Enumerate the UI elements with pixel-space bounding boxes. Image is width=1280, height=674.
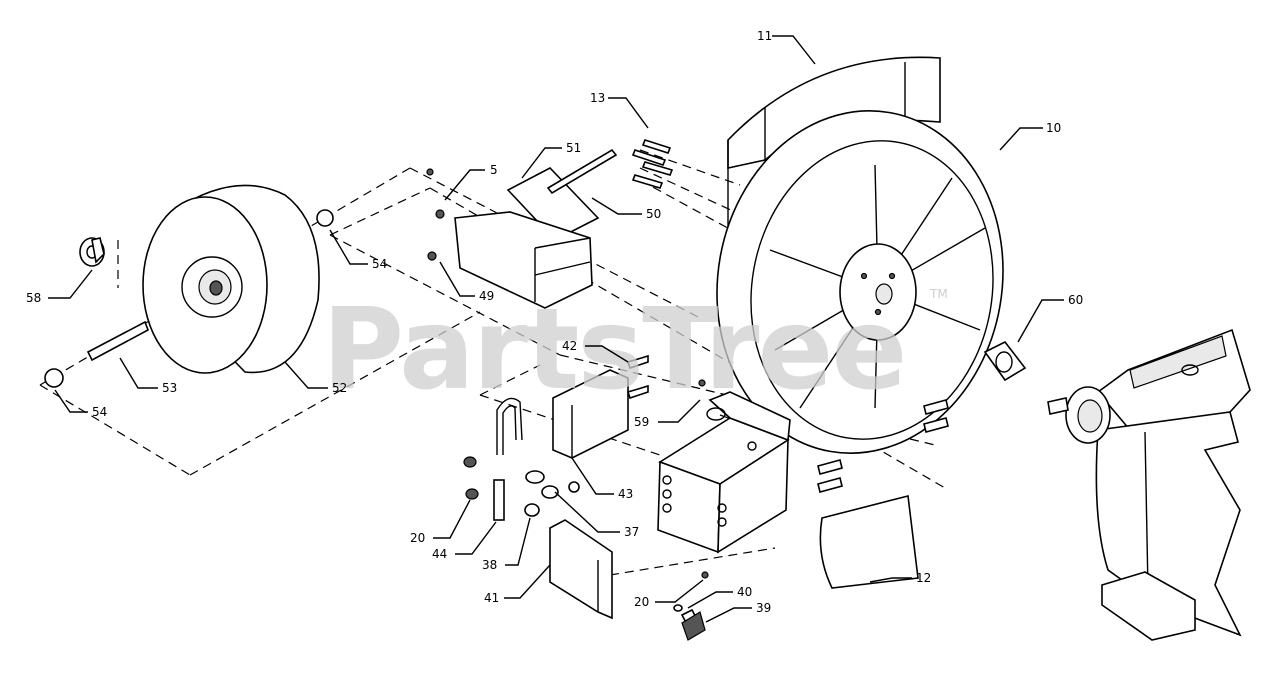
- misc-fasteners: [673, 379, 949, 641]
- callout-59: 59: [634, 415, 649, 429]
- cord-strain-relief: [463, 397, 580, 521]
- callout-13: 13: [590, 91, 605, 105]
- callout-20-left: 20: [410, 531, 425, 545]
- watermark-trademark: TM: [929, 287, 948, 301]
- watermark-text: PartsTree: [322, 285, 905, 415]
- housing-panel: [819, 494, 919, 589]
- callout-54-lower: 54: [92, 405, 107, 419]
- callout-38: 38: [482, 558, 497, 572]
- callout-20-bottom: 20: [634, 595, 649, 609]
- callout-10: 10: [1046, 121, 1061, 135]
- callout-leaders: [48, 35, 1064, 623]
- callout-41: 41: [484, 591, 499, 605]
- callout-44: 44: [432, 547, 447, 561]
- pulley-hardware: [44, 209, 334, 388]
- callout-50: 50: [646, 207, 661, 221]
- callout-5: 5: [490, 163, 498, 177]
- callout-52: 52: [332, 381, 347, 395]
- callout-54-upper: 54: [372, 257, 387, 271]
- switch-cover: [552, 354, 649, 459]
- callout-labels: 11 13 10 51 5 50 54 58 49 53 52 60 42 59…: [26, 29, 1083, 615]
- drive-pulley: [142, 184, 320, 374]
- callout-11: 11: [757, 29, 772, 43]
- fan-wheel: [716, 110, 1004, 454]
- callout-39: 39: [756, 601, 771, 615]
- housing-bolts: [631, 139, 674, 189]
- callout-49: 49: [479, 289, 494, 303]
- callout-53: 53: [162, 381, 177, 395]
- box-cover-plate: [549, 519, 613, 620]
- electrical-box: [657, 391, 791, 554]
- callout-42: 42: [562, 339, 577, 353]
- callout-58: 58: [26, 291, 41, 305]
- callout-60: 60: [1068, 293, 1083, 307]
- motor-assembly: [1047, 328, 1251, 641]
- callout-51: 51: [566, 141, 581, 155]
- callout-12: 12: [916, 571, 931, 585]
- callout-40: 40: [737, 585, 752, 599]
- callout-43: 43: [618, 487, 633, 501]
- motor-gasket: [983, 340, 1027, 382]
- motor-bracket: [426, 148, 618, 309]
- callout-37: 37: [624, 525, 639, 539]
